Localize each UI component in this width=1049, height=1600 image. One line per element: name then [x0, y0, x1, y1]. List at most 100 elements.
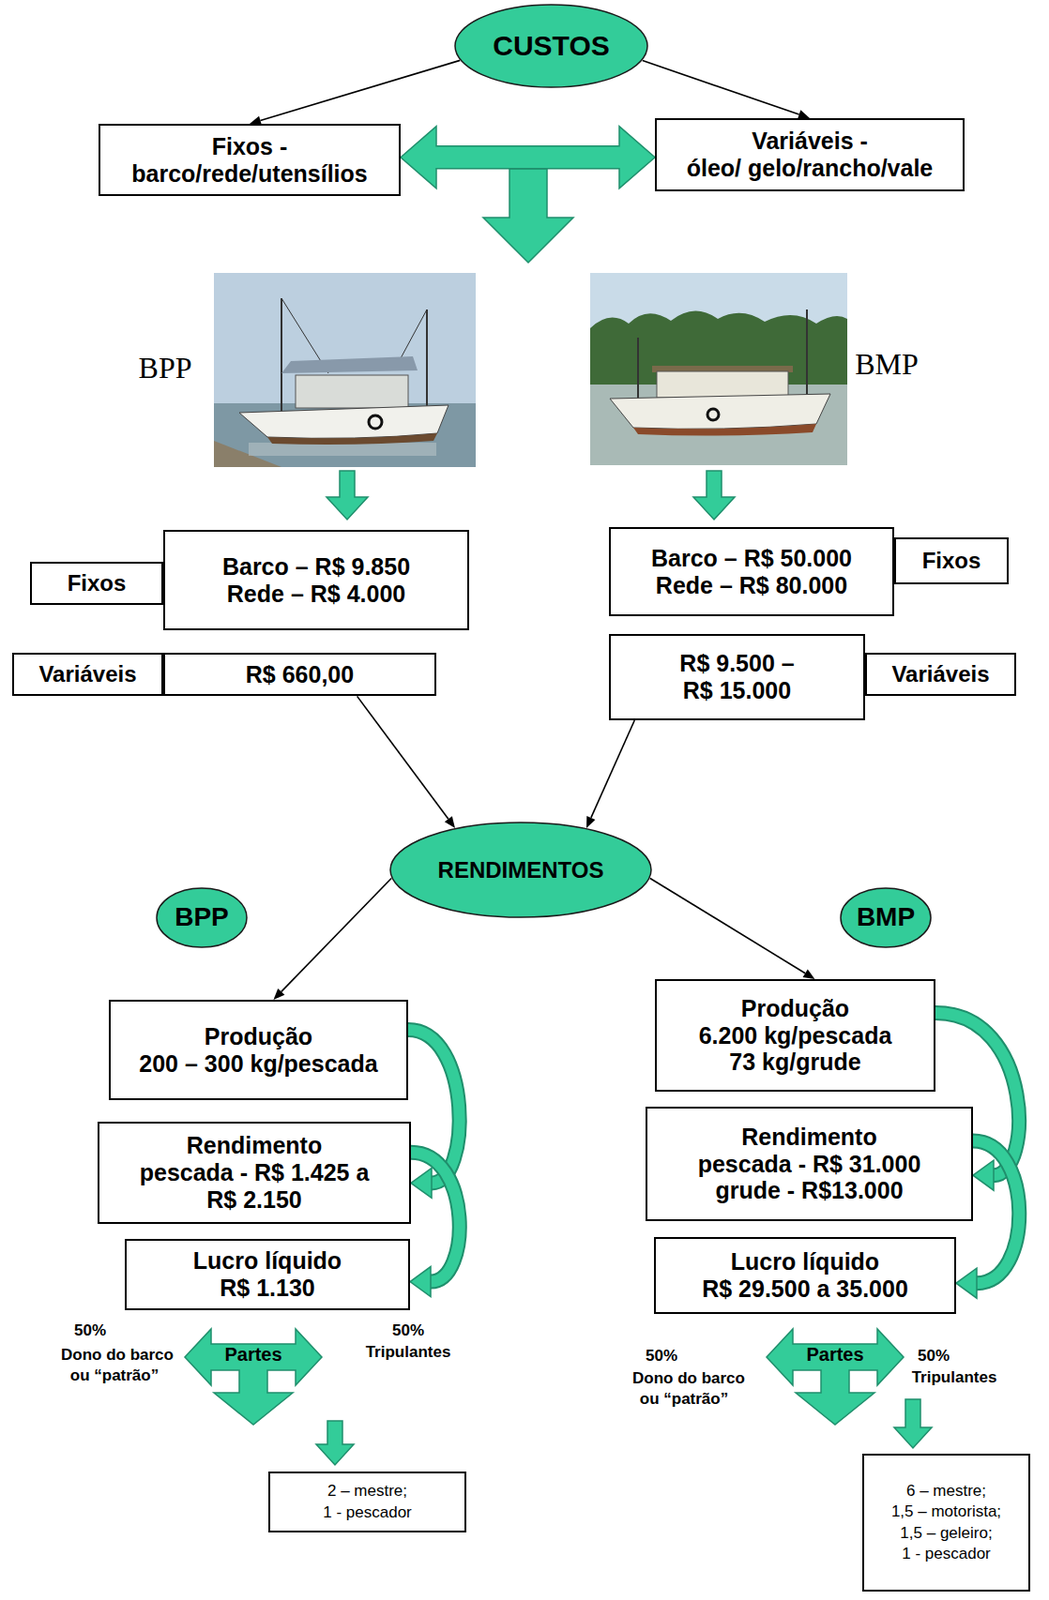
text-label: BMP [854, 347, 919, 382]
boat-photo [213, 273, 476, 468]
title-ellipse: BPP [155, 887, 248, 949]
text-label: 50% [392, 1322, 425, 1341]
node-text: pescada - R$ 1.425 a R$ 2.150 [127, 1159, 381, 1215]
connector [357, 696, 456, 829]
info-box: Rendimentopescada - R$ 1.425 a R$ 2.150 [97, 1122, 411, 1225]
node-text: BPP [174, 902, 229, 933]
node-text: Produção [204, 1023, 313, 1051]
node-text: óleo/ gelo/rancho/vale [686, 154, 934, 183]
curved-arrow [410, 1153, 460, 1283]
connector [249, 60, 460, 125]
node-text: grude - R$13.000 [714, 1177, 903, 1205]
node-text: R$ 1.130 [219, 1275, 315, 1303]
text-label: ou “patrão” [70, 1367, 159, 1386]
node-text: R$ 9.500 – R$ 15.000 [667, 650, 808, 705]
title-ellipse: CUSTOS [454, 3, 649, 89]
node-text: 6 – mestre; [906, 1481, 987, 1503]
title-ellipse: BMP [839, 887, 932, 949]
node-text: Rede – R$ 4.000 [227, 580, 406, 609]
connector-line [591, 720, 635, 819]
node-text: Lucro líquido [730, 1248, 880, 1277]
node-text: Variáveis - [751, 127, 868, 155]
node-text: 200 – 300 kg/pescada [138, 1050, 378, 1079]
boat-photo [590, 273, 848, 466]
node-text: Lucro líquido [193, 1247, 342, 1276]
node-text: 73 kg/grude [729, 1049, 861, 1077]
info-box: 6 – mestre;1,5 – motorista;1,5 – geleiro… [862, 1454, 1031, 1593]
node-text: Fixos - [212, 133, 289, 161]
connector [410, 1153, 460, 1298]
node-text: BMP [856, 902, 915, 933]
text-label: Partes [224, 1344, 282, 1367]
split-arrow [766, 1329, 904, 1426]
text-label: BPP [138, 350, 193, 386]
info-box: Fixos [30, 562, 164, 606]
text-label: 50% [917, 1347, 950, 1367]
node-text: Variáveis [891, 661, 989, 688]
connector [650, 878, 816, 980]
connector [273, 878, 392, 1001]
curved-arrow [410, 1153, 460, 1283]
node-text: Rede – R$ 80.000 [655, 572, 848, 600]
connector-line [259, 60, 460, 121]
info-box: Variáveis [12, 653, 164, 697]
text-label: Dono do barco [632, 1369, 745, 1389]
block-arrow [326, 471, 368, 520]
curved-arrow [972, 1141, 1019, 1285]
text-label: 50% [74, 1322, 107, 1341]
node-text: RENDIMENTOS [438, 857, 605, 884]
text-label: Partes [805, 1344, 864, 1367]
connector-line [281, 878, 392, 992]
connector [586, 720, 635, 829]
block-arrow [400, 126, 655, 189]
connector-line [357, 696, 449, 820]
block-arrow [316, 1421, 354, 1466]
title-ellipse: RENDIMENTOS [389, 821, 653, 919]
arrow-head [956, 1268, 977, 1299]
info-box: Variáveis [865, 653, 1017, 697]
node-text: barco/rede/utensílios [131, 160, 367, 188]
node-text: Fixos [67, 570, 127, 597]
node-text: 1 - pescador [901, 1544, 991, 1566]
info-box: Lucro líquidoR$ 29.500 a 35.000 [653, 1237, 957, 1315]
node-text: R$ 29.500 a 35.000 [701, 1276, 909, 1304]
arrow-head [410, 1168, 432, 1199]
node-text: Rendimento [741, 1124, 877, 1152]
node-text: 1,5 – motorista; [891, 1502, 1002, 1523]
arrow-head [586, 816, 595, 829]
connector [400, 126, 655, 189]
node-text: Rendimento [186, 1132, 322, 1160]
block-arrow [894, 1399, 932, 1449]
text-label: Dono do barco [60, 1346, 174, 1366]
arrow-head [972, 1160, 994, 1191]
arrow-head [803, 969, 816, 980]
info-box: Produção6.200 kg/pescada73 kg/grude [654, 979, 936, 1093]
info-box: Fixos -barco/rede/utensílios [98, 123, 401, 197]
arrow-head [273, 988, 285, 1001]
info-box: R$ 660,00 [163, 653, 437, 698]
node-text: Variáveis [38, 661, 137, 688]
text-label: 50% [645, 1347, 678, 1367]
node-text: Fixos [922, 547, 982, 575]
node-text: Barco – R$ 9.850 [222, 553, 411, 581]
node-text: 1,5 – geleiro; [899, 1523, 992, 1545]
node-text: Produção [741, 995, 850, 1023]
node-text: 6.200 kg/pescada [699, 1022, 893, 1050]
arrow-head [410, 1267, 431, 1298]
info-box: 2 – mestre;1 - pescador [268, 1472, 467, 1534]
arrow-head [444, 816, 456, 829]
info-box: Barco – R$ 9.850Rede – R$ 4.000 [163, 530, 470, 631]
info-box: R$ 9.500 – R$ 15.000 [608, 634, 866, 721]
connector-line [642, 60, 800, 115]
connector-line [650, 878, 806, 973]
block-arrow [483, 168, 574, 263]
node-text: 2 – mestre; [327, 1481, 408, 1503]
block-arrow [693, 471, 735, 520]
node-text: R$ 660,00 [245, 661, 354, 689]
info-box: Lucro líquidoR$ 1.130 [124, 1239, 411, 1311]
node-text: 1 - pescador [322, 1503, 412, 1524]
node-text: pescada - R$ 31.000 [698, 1151, 922, 1179]
info-box: Barco – R$ 50.000Rede – R$ 80.000 [608, 527, 895, 617]
text-label: ou “patrão” [639, 1390, 729, 1410]
info-box: Fixos [894, 537, 1009, 585]
